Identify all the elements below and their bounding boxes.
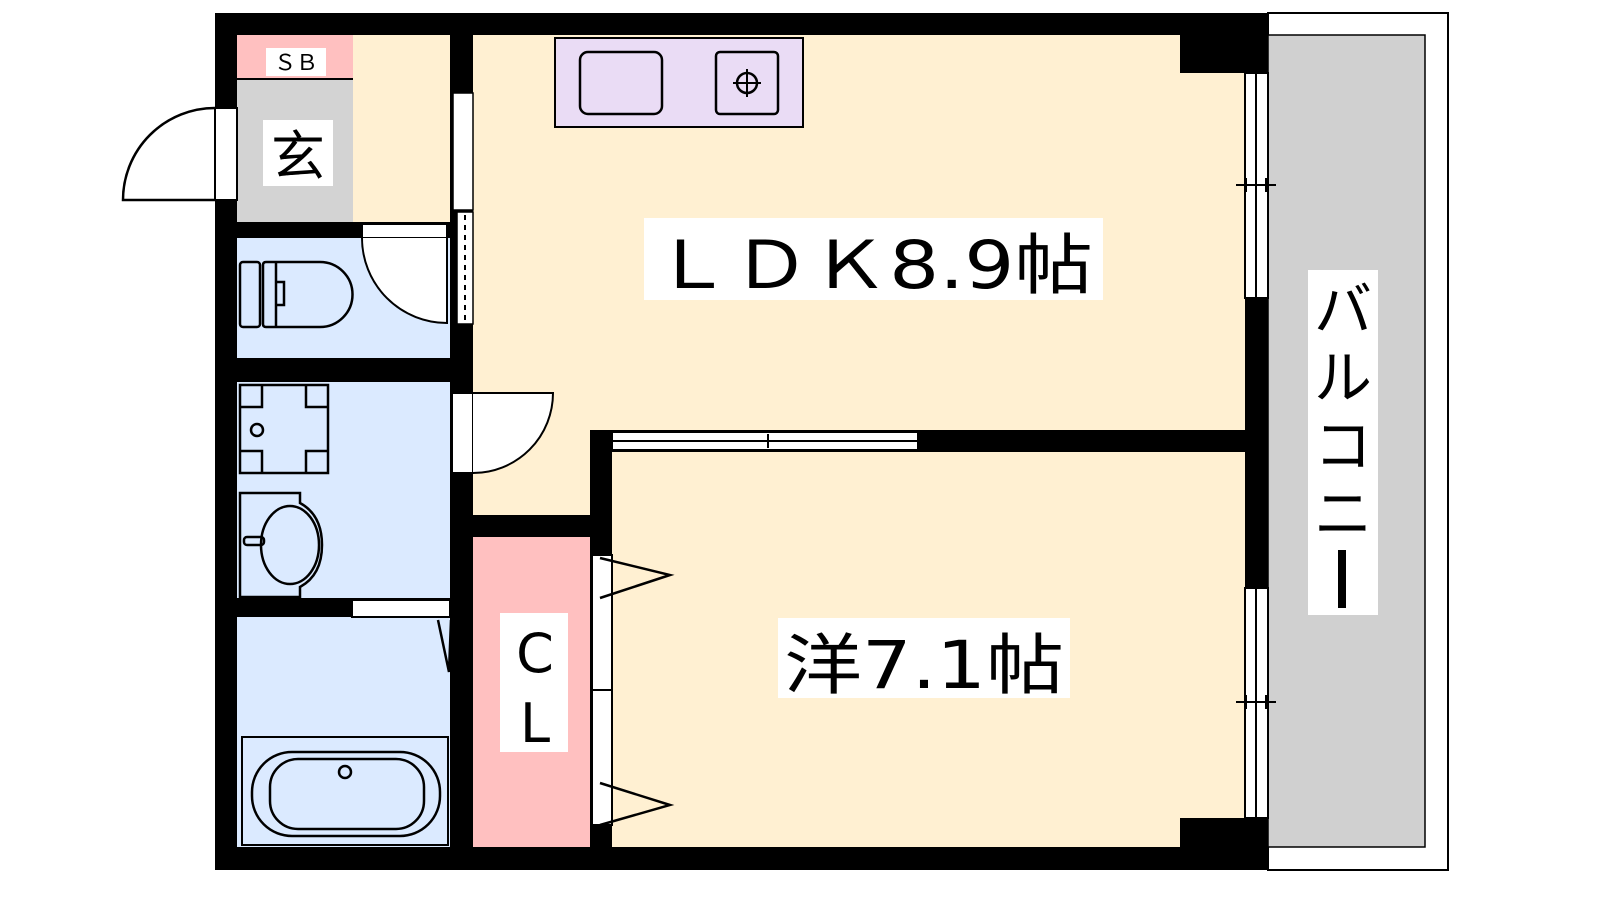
- washing-machine-icon: [238, 383, 330, 475]
- hallway: [353, 35, 450, 222]
- toilet-tank-icon: [238, 260, 262, 329]
- balcony-label: バ ル コ ニ: [1314, 276, 1372, 608]
- toilet-door-frame: [361, 223, 448, 239]
- column: [1180, 35, 1245, 73]
- entrance-door-frame: [214, 107, 238, 201]
- wash-basin-icon: [238, 491, 324, 599]
- western-room-label: 洋7.1帖: [784, 627, 1064, 704]
- column: [1180, 818, 1245, 847]
- sink-icon: [578, 50, 664, 116]
- entrance-label: 玄: [271, 125, 325, 188]
- bath-door[interactable]: [351, 599, 451, 618]
- svg-text:コ: コ: [1314, 412, 1372, 480]
- svg-text:バ: バ: [1314, 276, 1372, 344]
- ldk-door-frame: [451, 392, 474, 474]
- closet-label-l: L: [520, 692, 550, 755]
- stove-icon: [714, 50, 780, 116]
- shoe-box-label: ＳＢ: [274, 51, 318, 76]
- svg-text:ニ: ニ: [1314, 480, 1372, 548]
- washroom: [237, 382, 450, 598]
- closet-label-c: C: [516, 622, 554, 685]
- svg-text:ル: ル: [1314, 344, 1372, 412]
- toilet-bowl-icon: [261, 260, 354, 329]
- entrance-door-swing[interactable]: [121, 106, 216, 202]
- interior-window: [452, 92, 474, 211]
- ldk-label: ＬＤＫ8.9帖: [653, 227, 1093, 304]
- toilet-door-swing[interactable]: [361, 237, 448, 325]
- ldk-door-swing[interactable]: [472, 392, 555, 474]
